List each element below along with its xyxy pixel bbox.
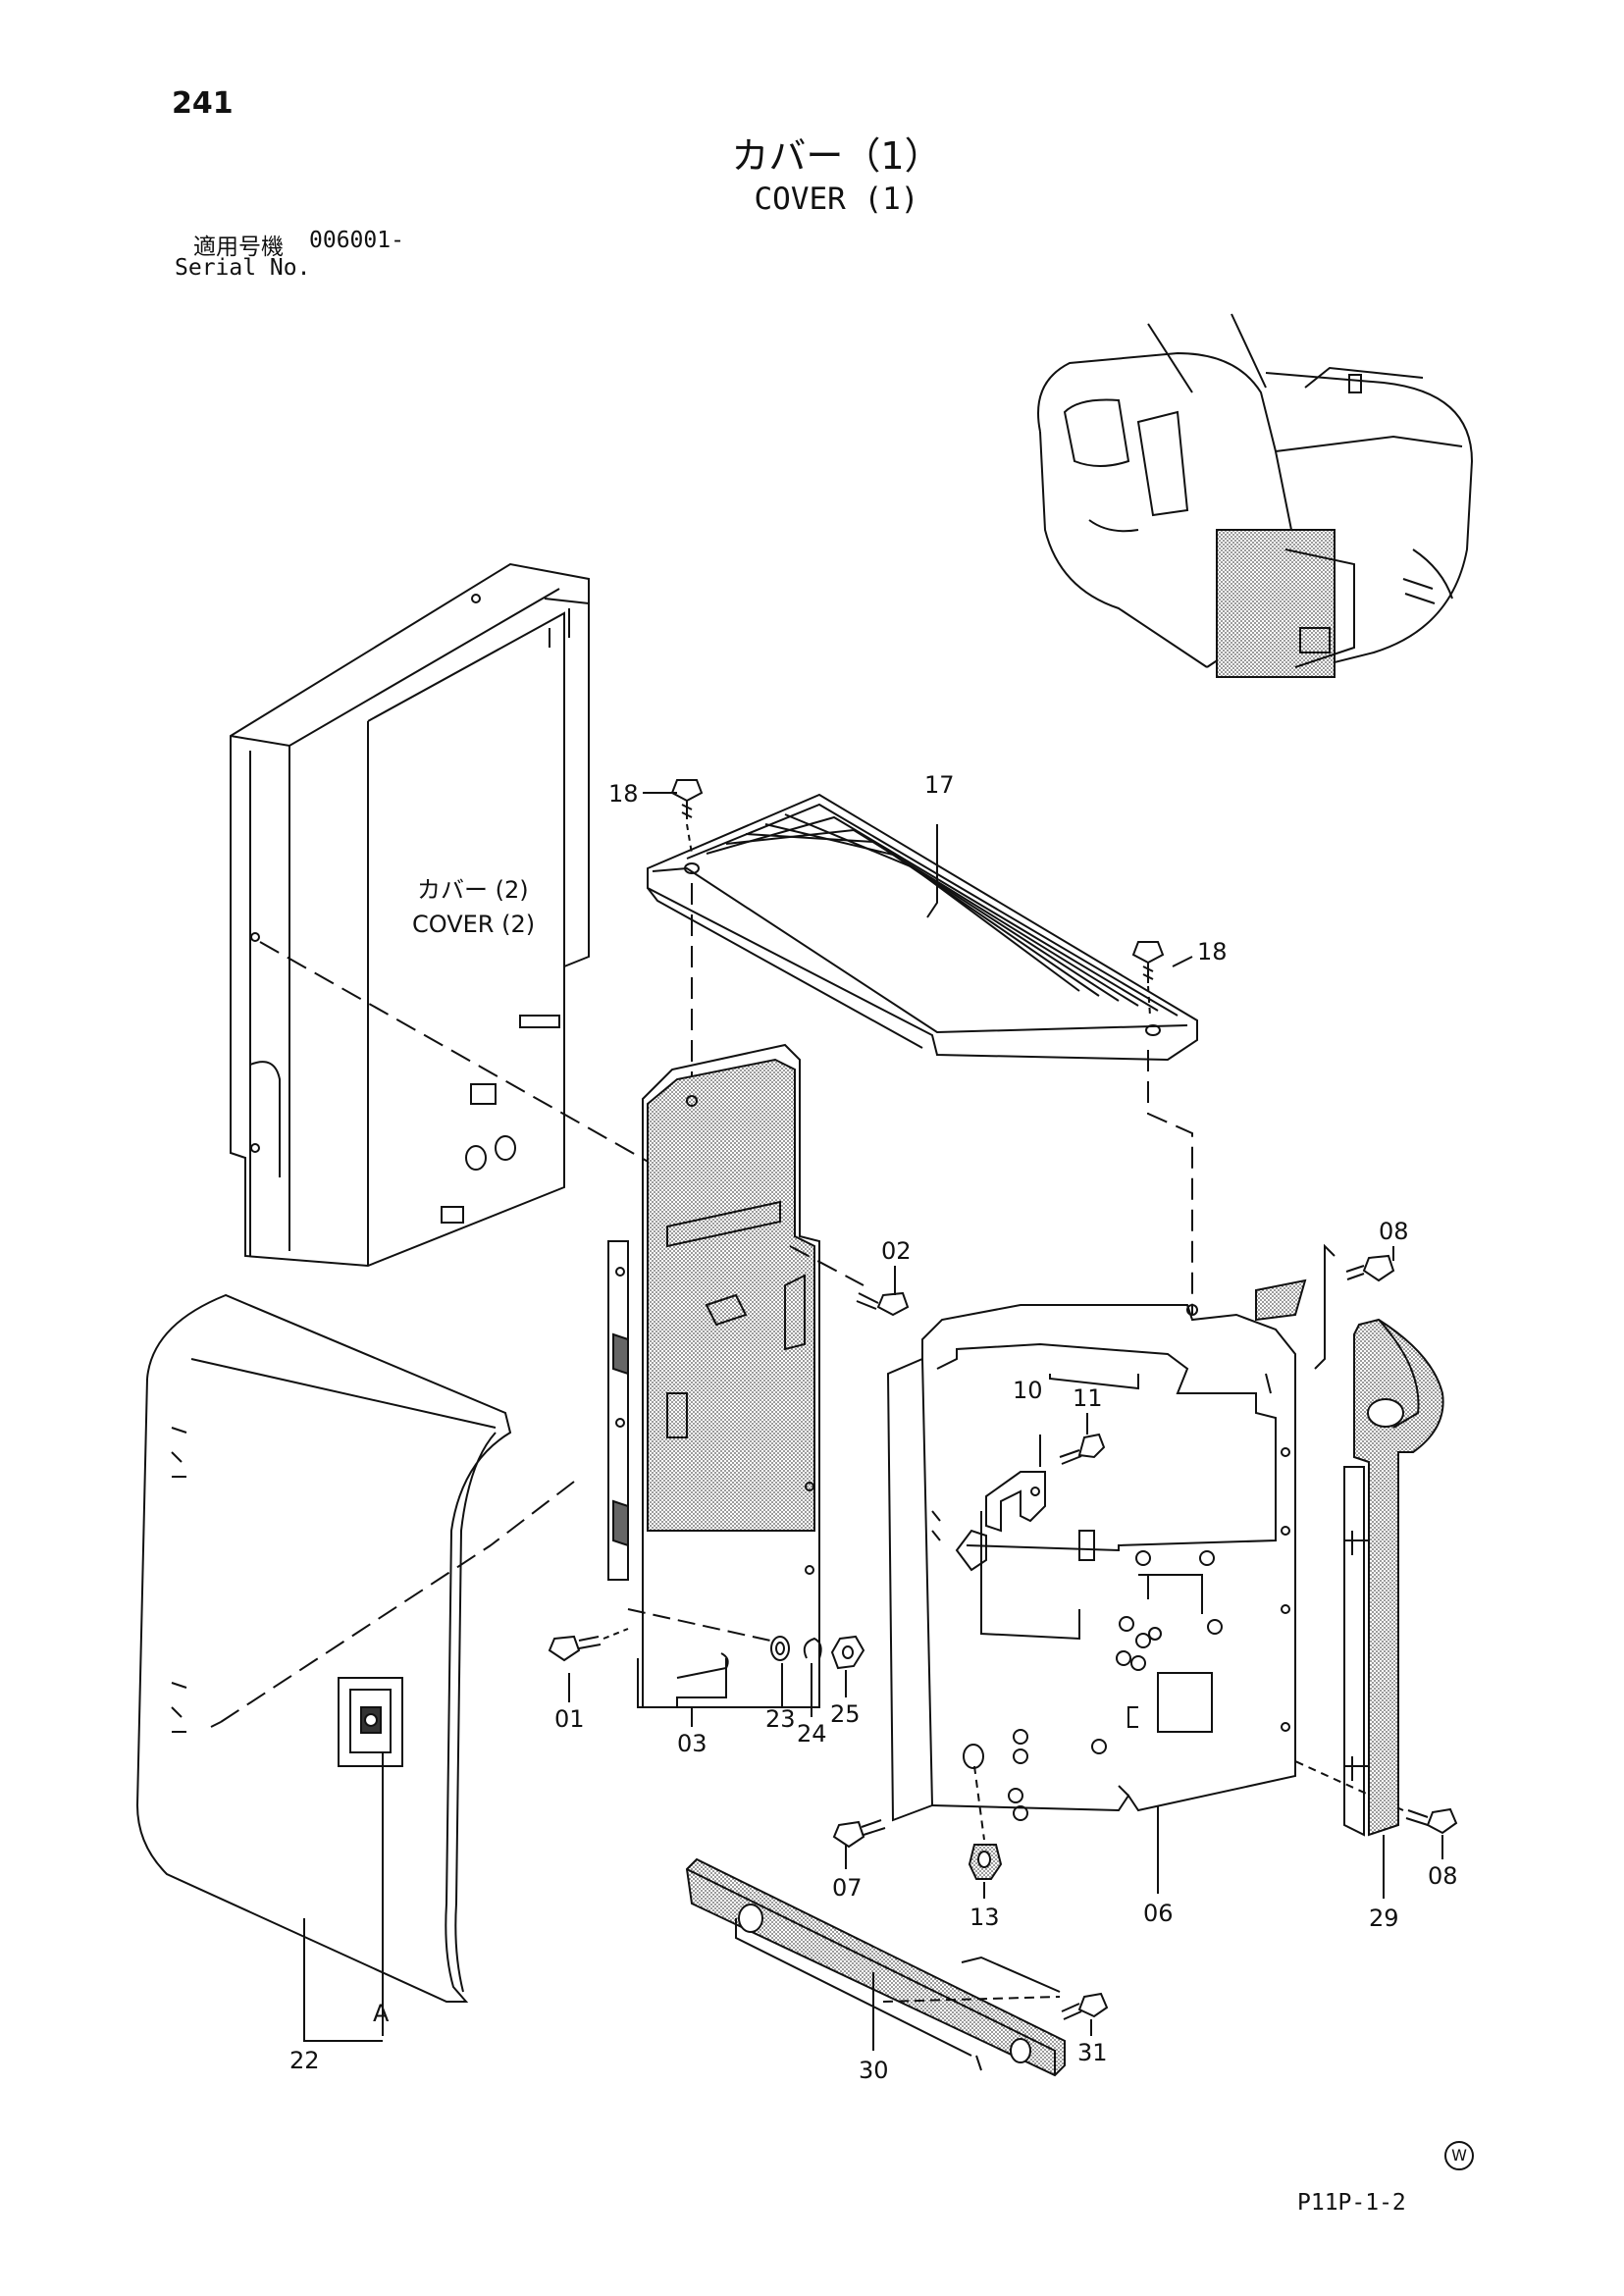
- part-label-23: 23: [765, 1705, 796, 1733]
- page-title-japanese: カバー（1）: [731, 134, 942, 178]
- part-label-22: 22: [289, 2047, 320, 2074]
- panel-part-06: [886, 1278, 1307, 1822]
- cover-2-panel: [230, 562, 590, 1268]
- part-label-24: 24: [797, 1720, 827, 1748]
- grommet-part-13: [968, 1844, 1003, 1880]
- serial-label-english: Serial No.: [175, 255, 311, 281]
- part-label-18a: 18: [608, 780, 639, 808]
- part-label-01: 01: [554, 1705, 585, 1733]
- cover-2-label-japanese: カバー (2): [417, 876, 529, 904]
- bar-part-30: [685, 1857, 1066, 2077]
- part-label-06: 06: [1143, 1900, 1174, 1927]
- grille-part-17: [647, 793, 1198, 1062]
- machine-overview-sketch: [1037, 313, 1474, 678]
- bracket-part-10: [985, 1471, 1046, 1533]
- door-cover-part-22: [135, 1293, 512, 2003]
- nut-25: [830, 1635, 865, 1670]
- part-label-08a: 08: [1379, 1218, 1409, 1245]
- cover-2-label-english: COVER (2): [412, 911, 535, 938]
- label-leader-lines: [568, 792, 1443, 2051]
- bolt-31: [1061, 1992, 1109, 2020]
- w-mark-symbol: W: [1444, 2141, 1474, 2170]
- bolt-07: [832, 1819, 886, 1849]
- drawing-code: P11P-1-2: [1297, 2190, 1406, 2216]
- part-label-03: 03: [677, 1730, 707, 1757]
- view-a-label: A: [373, 2000, 390, 2027]
- page-number: 241: [172, 86, 234, 121]
- bolt-11: [1059, 1433, 1106, 1465]
- part-label-11: 11: [1073, 1384, 1103, 1412]
- page-title-english: COVER (1): [754, 182, 919, 217]
- bracket-part-29: [1343, 1318, 1444, 1837]
- bolt-18-right: [1131, 941, 1165, 1017]
- part-label-13: 13: [969, 1904, 1000, 1931]
- bolt-02: [856, 1291, 910, 1317]
- serial-label-japanese: 適用号機: [193, 235, 284, 260]
- bolt-18-left: [670, 779, 704, 855]
- part-label-29: 29: [1369, 1905, 1399, 1932]
- part-label-10: 10: [1013, 1377, 1043, 1404]
- part-label-31: 31: [1077, 2039, 1108, 2066]
- part-label-07: 07: [832, 1874, 863, 1902]
- part-label-25: 25: [830, 1700, 861, 1728]
- bolt-01: [548, 1635, 602, 1662]
- serial-number-value: 006001-: [309, 228, 404, 253]
- part-label-08b: 08: [1428, 1862, 1458, 1890]
- part-label-17: 17: [924, 771, 955, 799]
- part-label-18b: 18: [1197, 938, 1228, 965]
- panel-part-03: [607, 1043, 820, 1708]
- part-label-02: 02: [881, 1237, 912, 1265]
- washer-23: [770, 1636, 790, 1661]
- bolt-08-upper: [1314, 1243, 1395, 1370]
- lock-washer-24: [803, 1637, 822, 1659]
- part-label-30: 30: [859, 2057, 889, 2084]
